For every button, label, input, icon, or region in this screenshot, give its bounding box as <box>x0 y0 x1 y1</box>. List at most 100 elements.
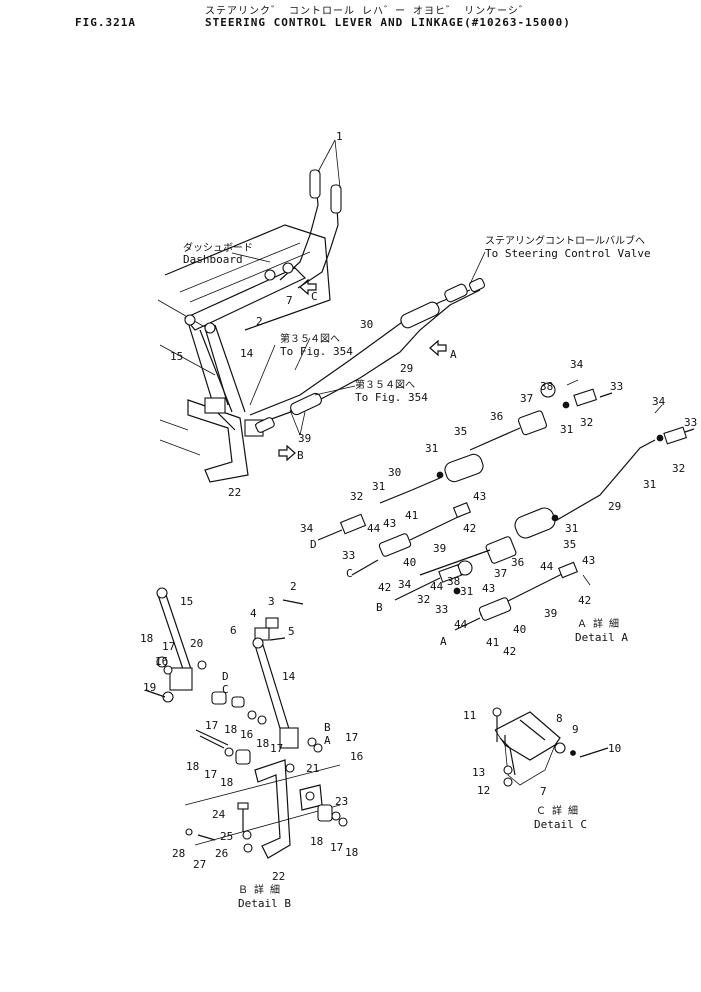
part-number: 24 <box>212 808 226 821</box>
part-number: 33 <box>435 603 448 616</box>
callout-fig354: To Fig. 354 <box>280 345 353 358</box>
part-number: 31 <box>560 423 573 436</box>
part-number: 22 <box>272 870 285 883</box>
view-letter: A <box>450 348 457 361</box>
part-number: 9 <box>572 723 579 736</box>
part-number: 36 <box>511 556 524 569</box>
part-number: 43 <box>383 517 396 530</box>
part-number: 42 <box>463 522 476 535</box>
part-number: 34 <box>652 395 666 408</box>
part-number: 10 <box>608 742 621 755</box>
part-number: 42 <box>378 581 391 594</box>
page-title: STEERING CONTROL LEVER AND LINKAGE(#1026… <box>205 16 571 29</box>
part-number: 18 <box>310 835 323 848</box>
part-number: 15 <box>170 350 183 363</box>
detail-b-title: Detail B <box>238 897 291 910</box>
detail-a-title-jp: Ａ 詳 細 <box>577 617 619 630</box>
part-number: 39 <box>433 542 446 555</box>
part-number: 21 <box>306 762 319 775</box>
part-number: 32 <box>672 462 685 475</box>
part-number: 16 <box>350 750 363 763</box>
part-number: 31 <box>425 442 438 455</box>
part-number: 37 <box>520 392 533 405</box>
callout-fig354-jp: 第３５４図へ <box>355 378 415 391</box>
part-number: 36 <box>490 410 503 423</box>
part-number: 38 <box>447 575 460 588</box>
view-letter: D <box>310 538 317 551</box>
part-number: 38 <box>540 380 553 393</box>
part-number: 16 <box>155 655 168 668</box>
part-number: 22 <box>228 486 241 499</box>
part-number: 18 <box>220 776 233 789</box>
view-letter: B <box>376 601 383 614</box>
part-number: 33 <box>684 416 697 429</box>
part-number: 11 <box>463 709 476 722</box>
part-number: 32 <box>580 416 593 429</box>
callout-fig354: To Fig. 354 <box>355 391 428 404</box>
detail-c-parts <box>492 707 609 787</box>
view-letter: C <box>222 683 229 696</box>
part-number: 8 <box>556 712 563 725</box>
part-number: 2 <box>256 315 263 328</box>
part-number: 41 <box>486 636 499 649</box>
part-number: 18 <box>224 723 237 736</box>
part-number: 20 <box>190 637 203 650</box>
part-number: 39 <box>544 607 557 620</box>
title-japanese: ステアリンク゛ コントロール レハ゛ー オヨヒ゛ リンケーシ゛ <box>205 6 530 17</box>
part-number: 40 <box>403 556 416 569</box>
callout-valve-jp: ステアリングコントロールバルブへ <box>485 234 645 247</box>
part-number: 33 <box>610 380 623 393</box>
view-letter: A <box>440 635 447 648</box>
view-letter: D <box>222 670 229 683</box>
part-number: 14 <box>282 670 296 683</box>
lever-14 <box>254 641 291 736</box>
view-letter: C <box>346 567 353 580</box>
main-assembly <box>157 139 486 483</box>
dashboard-panel <box>164 224 331 331</box>
part-number: 43 <box>482 582 495 595</box>
detail-c-title: Detail C <box>534 818 587 831</box>
part-number: 15 <box>180 595 193 608</box>
part-number: 17 <box>345 731 358 744</box>
view-letter: C <box>311 290 318 303</box>
part-number: 37 <box>494 567 507 580</box>
part-number: 35 <box>454 425 467 438</box>
part-number: 32 <box>350 490 363 503</box>
part-number: 14 <box>240 347 254 360</box>
part-number: 3 <box>268 595 275 608</box>
part-number: 35 <box>563 538 576 551</box>
part-number: 18 <box>256 737 269 750</box>
part-number: 34 <box>300 522 314 535</box>
part-number: 19 <box>143 681 156 694</box>
callout-dashboard-jp: ダッシュボード <box>183 241 253 254</box>
part-number: 27 <box>193 858 206 871</box>
part-number: 28 <box>172 847 185 860</box>
part-number: 16 <box>240 728 253 741</box>
part-number: 12 <box>477 784 490 797</box>
part-number: 18 <box>186 760 199 773</box>
detail-c-title-jp: Ｃ 詳 細 <box>536 804 578 817</box>
detail-b-title-jp: Ｂ 詳 細 <box>238 883 280 896</box>
view-letter: A <box>324 734 331 747</box>
part-number: 44 <box>540 560 554 573</box>
part-number: 29 <box>400 362 413 375</box>
lever-15 <box>157 591 193 676</box>
part-number: 32 <box>417 593 430 606</box>
callout-valve: To Steering Control Valve <box>485 247 651 260</box>
part-number: 4 <box>250 607 257 620</box>
part-number: 42 <box>503 645 516 658</box>
figure-number: FIG.321A <box>75 16 136 29</box>
part-number: 26 <box>215 847 228 860</box>
part-number: 34 <box>570 358 584 371</box>
callout-fig354-jp: 第３５４図へ <box>280 332 340 345</box>
base-bracket <box>187 399 249 483</box>
part-number: 39 <box>298 432 311 445</box>
part-number: 43 <box>473 490 486 503</box>
part-number: 7 <box>540 785 547 798</box>
callout-dashboard: Dashboard <box>183 253 243 266</box>
part-number: 34 <box>398 578 412 591</box>
lever-grip-right <box>330 184 342 214</box>
part-number: 42 <box>578 594 591 607</box>
part-number: 44 <box>367 522 381 535</box>
